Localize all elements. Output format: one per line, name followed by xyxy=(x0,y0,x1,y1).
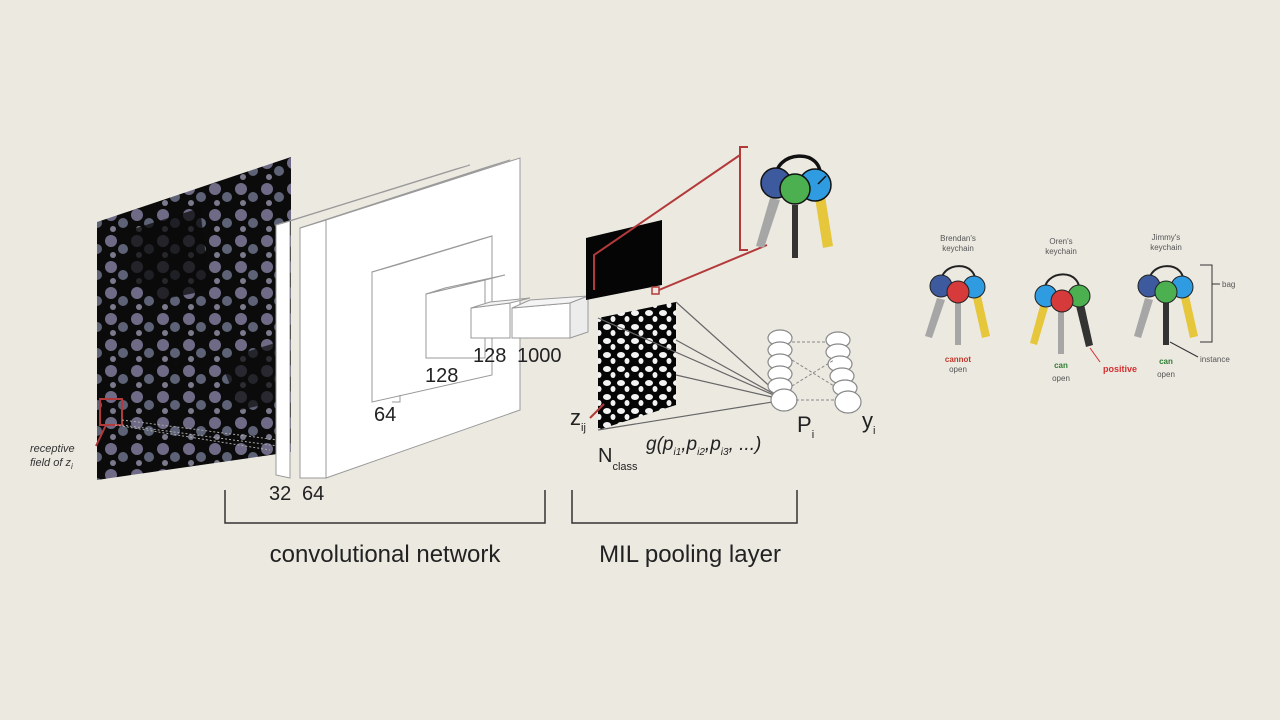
keychain-action: open xyxy=(1052,374,1070,383)
layer-size-leaders xyxy=(392,357,456,403)
keychain-owner-line2: keychain xyxy=(1045,247,1077,256)
mil-pooling-bracket xyxy=(571,490,798,524)
keychain-owner-line2: keychain xyxy=(1150,243,1182,252)
class-map-top xyxy=(586,220,662,300)
keychain-action: open xyxy=(949,365,967,374)
z-subscript: ij xyxy=(581,422,586,434)
gray-key-icon xyxy=(1134,298,1153,338)
keychain-verdict: can xyxy=(1054,361,1068,370)
y-neuron-column xyxy=(825,331,862,414)
conv-network-bracket xyxy=(224,490,546,524)
keychain-action: open xyxy=(1157,370,1175,379)
yellow-key-icon xyxy=(1030,306,1048,345)
receptive-field-pointer xyxy=(95,424,107,447)
keychain-verdict: cannot xyxy=(945,355,972,364)
z-label: zij xyxy=(570,405,586,434)
keychain-verdict: can xyxy=(1159,357,1173,366)
layer-size-32: 32 xyxy=(269,483,291,505)
black-key-icon xyxy=(1163,302,1169,345)
p-label: Pi xyxy=(797,412,814,441)
gray-key-icon xyxy=(955,302,961,345)
yellow-key-icon xyxy=(973,296,990,338)
receptive-field-label-line1: receptive xyxy=(30,443,75,455)
red-key-head-icon xyxy=(1050,289,1074,313)
mil-pooling-section-label: MIL pooling layer xyxy=(599,541,781,568)
bag-bracket xyxy=(1200,264,1213,343)
y-subscript: i xyxy=(873,425,875,437)
y-label: yi xyxy=(862,408,875,437)
n-class-label: Nclass xyxy=(598,445,638,473)
z-pointer xyxy=(589,403,605,419)
layer-size-128a: 128 xyxy=(425,365,458,387)
p-subscript: i xyxy=(812,429,814,441)
layer-size-1000: 1000 xyxy=(517,345,562,367)
gray-key-icon xyxy=(925,298,945,338)
positive-pointer xyxy=(1089,347,1101,363)
g-formula: g(pi1,pi2,pi3, ...) xyxy=(646,434,761,458)
keychain-jimmy: Jimmy's keychain bag instance can open xyxy=(1134,233,1235,379)
green-key-head-icon xyxy=(1154,280,1178,304)
map-to-bracket-line xyxy=(593,154,741,290)
positive-label: positive xyxy=(1103,364,1137,374)
receptive-field-box xyxy=(99,398,123,426)
gray-key-icon xyxy=(1058,310,1064,354)
keychain-brendan: Brendan's keychain cannot open xyxy=(925,234,990,374)
pooling-fan-lines xyxy=(597,301,786,431)
yellow-key-icon xyxy=(1181,296,1198,338)
keys-bracket xyxy=(739,146,748,251)
keychain-owner-line1: Jimmy's xyxy=(1152,233,1181,242)
keychain-owner-line1: Oren's xyxy=(1049,237,1072,246)
instance-label: instance xyxy=(1200,355,1230,364)
keychain-owner-line1: Brendan's xyxy=(940,234,976,243)
layer-size-128b: 128 xyxy=(473,345,506,367)
class-map-selected-pixel xyxy=(651,286,660,295)
receptive-field-subscript: i xyxy=(71,462,73,471)
keychain-oren: Oren's keychain can open positive xyxy=(1030,237,1137,383)
layer-size-64-inner: 64 xyxy=(374,404,396,426)
p-neuron-column xyxy=(767,329,798,412)
bag-label: bag xyxy=(1222,280,1235,289)
conv-block-128a xyxy=(425,274,506,359)
conv-block-1000 xyxy=(511,295,589,339)
conv-block-32 xyxy=(275,164,471,479)
receptive-field-label-line2: field of zi xyxy=(30,457,73,471)
class-map-heatmap xyxy=(598,302,676,430)
input-tissue-image xyxy=(97,157,291,480)
n-class-subscript: class xyxy=(612,461,638,473)
layer-size-64-outer: 64 xyxy=(302,483,324,505)
conv-network-section-label: convolutional network xyxy=(270,541,502,568)
conv-block-128b xyxy=(470,297,531,339)
neuron-connection-lines xyxy=(791,341,835,401)
red-key-head-icon xyxy=(946,280,970,304)
keychain-owner-line2: keychain xyxy=(942,244,974,253)
instance-pointer xyxy=(1169,341,1199,358)
highlighted-keychain-icon xyxy=(756,154,833,258)
pixel-to-keys-line xyxy=(658,244,768,291)
black-key-icon xyxy=(1076,304,1093,347)
